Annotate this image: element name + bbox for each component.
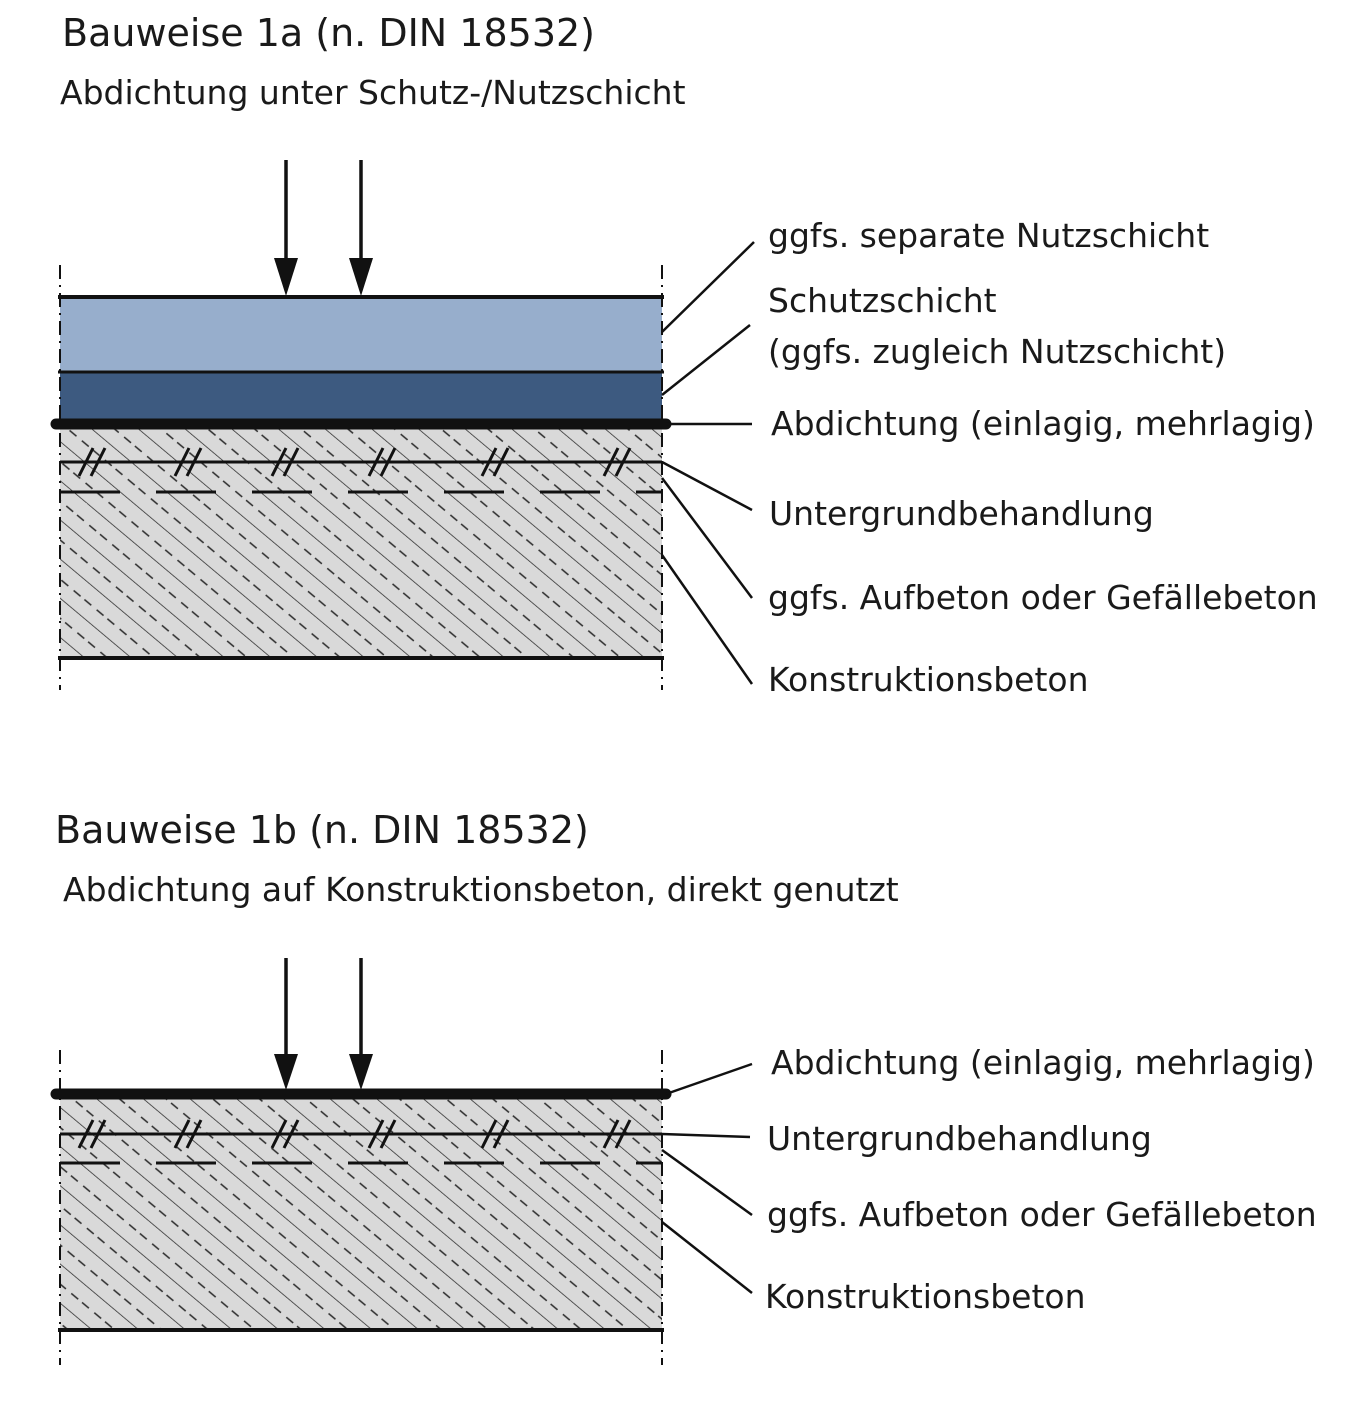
untergrund-1b-slash-4-0 — [480, 1119, 498, 1149]
leaders-1a — [660, 241, 755, 685]
leaders-1b — [661, 1062, 753, 1294]
untergrund-1a-slash-4-1 — [492, 447, 510, 477]
label-1a-schutzschicht: Schutzschicht — [768, 281, 997, 320]
untergrund-marks-1a — [77, 447, 632, 477]
leader-nutzschicht — [661, 241, 755, 333]
leader-konstruktion-1a — [660, 554, 754, 685]
untergrund-1a-slash-0-1 — [89, 447, 107, 477]
untergrund-1b-slash-4-1 — [492, 1119, 510, 1149]
leader-untergrund-1b — [661, 1132, 751, 1139]
label-1a-schutzschicht-note: (ggfs. zugleich Nutzschicht) — [768, 332, 1227, 371]
label-1b-abdichtung: Abdichtung (einlagig, mehrlagig) — [771, 1043, 1315, 1082]
subtitle-1a: Abdichtung unter Schutz-/Nutzschicht — [60, 73, 686, 112]
leader-konstruktion-1b — [661, 1221, 753, 1294]
untergrund-1b-slash-3-1 — [379, 1119, 397, 1149]
label-1b-konstruktion: Konstruktionsbeton — [765, 1277, 1086, 1316]
section-1a — [50, 160, 755, 690]
untergrund-1b-slash-2-0 — [270, 1119, 288, 1149]
untergrund-1b-slash-1-1 — [185, 1119, 203, 1149]
leader-aufbeton-1a — [661, 477, 753, 599]
label-1a-abdichtung: Abdichtung (einlagig, mehrlagig) — [771, 404, 1315, 443]
untergrund-1b-slash-3-0 — [367, 1119, 385, 1149]
leader-untergrund-1a — [661, 460, 753, 512]
load-arrow-head-1b-right — [349, 1054, 373, 1090]
untergrund-1b-slash-0-0 — [77, 1119, 95, 1149]
section-1b — [50, 958, 753, 1365]
leader-abdichtung-1b — [665, 1062, 753, 1096]
untergrund-1b-slash-2-1 — [282, 1119, 300, 1149]
untergrund-1a-slash-1-0 — [173, 447, 191, 477]
untergrund-1a-slash-2-0 — [270, 447, 288, 477]
untergrund-1a-slash-2-1 — [282, 447, 300, 477]
layer-schutzschicht — [60, 372, 662, 422]
untergrund-1b-slash-1-0 — [173, 1119, 191, 1149]
layer-nutzschicht — [60, 297, 662, 372]
untergrund-1a-slash-5-0 — [602, 447, 620, 477]
label-1a-untergrund: Untergrundbehandlung — [769, 494, 1154, 533]
untergrund-1a-slash-4-0 — [480, 447, 498, 477]
untergrund-1a-slash-1-1 — [185, 447, 203, 477]
label-1b-untergrund: Untergrundbehandlung — [767, 1119, 1152, 1158]
untergrund-marks-1b — [77, 1119, 632, 1149]
load-arrow-head-1a-left — [274, 258, 298, 296]
title-1b: Bauweise 1b (n. DIN 18532) — [55, 808, 589, 852]
title-1a: Bauweise 1a (n. DIN 18532) — [62, 11, 596, 55]
leader-schutzschicht — [661, 324, 751, 396]
untergrund-1a-slash-0-0 — [77, 447, 95, 477]
load-arrow-head-1b-left — [274, 1054, 298, 1090]
hatch-dashed-1a — [60, 425, 662, 658]
hatch-dashed-1b — [60, 1094, 662, 1330]
label-1b-aufbeton: ggfs. Aufbeton oder Gefällebeton — [767, 1195, 1317, 1234]
label-1a-aufbeton: ggfs. Aufbeton oder Gefällebeton — [768, 578, 1318, 617]
subtitle-1b: Abdichtung auf Konstruktionsbeton, direk… — [63, 870, 899, 909]
label-1a-nutzschicht: ggfs. separate Nutzschicht — [768, 216, 1210, 255]
load-arrow-head-1a-right — [349, 258, 373, 296]
untergrund-1a-slash-5-1 — [614, 447, 632, 477]
untergrund-1b-slash-5-1 — [614, 1119, 632, 1149]
untergrund-1a-slash-3-1 — [379, 447, 397, 477]
untergrund-1b-slash-5-0 — [602, 1119, 620, 1149]
leader-aufbeton-1b — [661, 1148, 753, 1217]
untergrund-1b-slash-0-1 — [89, 1119, 107, 1149]
label-1a-konstruktion: Konstruktionsbeton — [768, 660, 1089, 699]
untergrund-1a-slash-3-0 — [367, 447, 385, 477]
